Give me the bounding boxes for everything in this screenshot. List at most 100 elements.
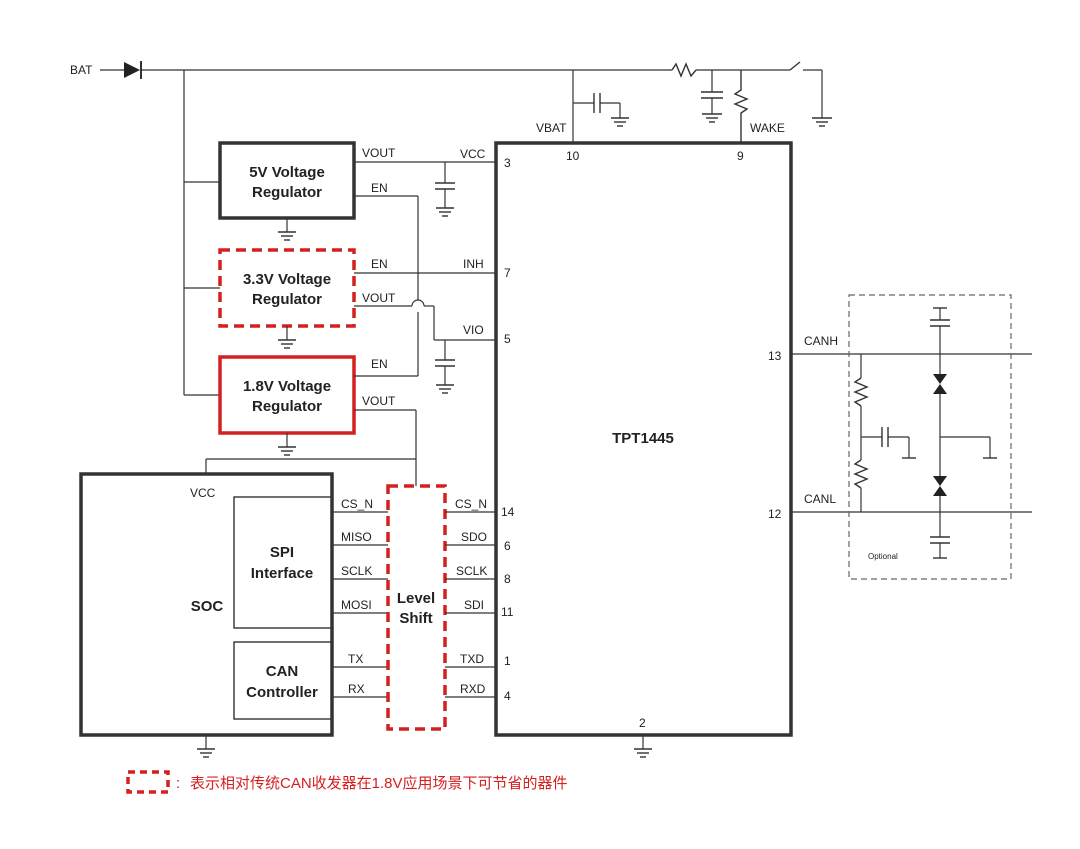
wake-label: WAKE	[750, 121, 785, 135]
soc-signal-mosi: MOSI	[341, 598, 372, 612]
soc-signal-tx: TX	[348, 652, 363, 666]
chip-signal-cs-n: CS_N	[455, 497, 487, 511]
spi-line2: Interface	[251, 565, 314, 582]
tvs-diode-icon	[933, 374, 947, 394]
capacitor-icon	[701, 91, 723, 99]
soc-signals: CS_N MISO SCLK MOSI TX RX	[332, 497, 388, 698]
optional-label: Optional	[868, 552, 898, 561]
ground-icon	[812, 117, 832, 127]
en-18-label: EN	[371, 357, 388, 371]
pin-num-vcc: 3	[504, 156, 511, 170]
can-ctrl-line1: CAN	[266, 663, 299, 680]
pin-num-inh: 7	[504, 266, 511, 280]
capacitor-icon	[881, 427, 889, 447]
pin-num-sclk: 8	[504, 572, 511, 586]
regulator-3v3: 3.3V Voltage Regulator	[218, 248, 356, 349]
soc-vcc-label: VCC	[190, 486, 216, 500]
chip-signal-sdo: SDO	[461, 530, 487, 544]
vout-5v-label: VOUT	[362, 146, 396, 160]
en-5v-label: EN	[371, 181, 388, 195]
pin-num-vbat: 10	[566, 149, 580, 163]
ground-icon	[278, 339, 296, 349]
soc-signal-sclk: SCLK	[341, 564, 372, 578]
pin-num-cs-n: 14	[501, 505, 515, 519]
pin-num-txd: 1	[504, 654, 511, 668]
soc-signal-miso: MISO	[341, 530, 372, 544]
wake-switch-icon	[789, 61, 801, 71]
capacitor-icon	[930, 319, 950, 327]
capacitor-icon	[930, 536, 950, 544]
pin-num-vio: 5	[504, 332, 511, 346]
ground-icon	[634, 748, 652, 758]
bat-rail	[183, 70, 220, 396]
reg-33-line1: 3.3V Voltage	[243, 271, 331, 288]
resistor-icon	[853, 377, 869, 407]
inh-label: INH	[463, 257, 484, 271]
pin-num-gnd: 2	[639, 716, 646, 730]
vbat-network: VBAT	[536, 70, 629, 143]
pin-num-wake: 9	[737, 149, 744, 163]
soc-signal-rx: RX	[348, 682, 365, 696]
canl-label: CANL	[804, 492, 836, 506]
regulator-5v: 5V Voltage Regulator	[218, 141, 356, 241]
chip-signal-sclk: SCLK	[456, 564, 487, 578]
ground-icon	[278, 231, 296, 241]
capacitor-icon	[593, 93, 601, 113]
pin-num-canh: 13	[768, 349, 782, 363]
reg-5v-line2: Regulator	[252, 184, 322, 201]
tvs-diode-icon	[933, 476, 947, 496]
optional-protection-block: Optional	[848, 294, 1012, 580]
bat-label: BAT	[70, 63, 93, 77]
level-shift-block: Level Shift	[386, 484, 447, 731]
canh-label: CANH	[804, 334, 838, 348]
soc-block: VCC SOC	[79, 472, 334, 758]
en-33-label: EN	[371, 257, 388, 271]
soc-signal-cs-n: CS_N	[341, 497, 373, 511]
pin-num-sdi: 11	[501, 605, 514, 619]
diode-icon	[124, 62, 140, 78]
resistor-icon	[671, 62, 697, 78]
vcc-decoupling	[435, 162, 455, 217]
chip-signal-txd: TXD	[460, 652, 484, 666]
reg-5v-line1: 5V Voltage	[249, 164, 325, 181]
legend: : 表示相对传统CAN收发器在1.8V应用场景下可节省的器件	[126, 770, 568, 794]
reg-18-line1: 1.8V Voltage	[243, 378, 331, 395]
vout-18-label: VOUT	[362, 394, 396, 408]
chip-signal-sdi: SDI	[464, 598, 484, 612]
regulator-1v8: 1.8V Voltage Regulator	[218, 355, 356, 456]
pin-num-rxd: 4	[504, 689, 511, 703]
chip-signal-rxd: RXD	[460, 682, 486, 696]
can-ctrl-line2: Controller	[246, 684, 318, 701]
level-shift-line1: Level	[397, 590, 435, 607]
chip-label: TPT1445	[612, 430, 674, 447]
vout-33-label: VOUT	[362, 291, 396, 305]
spi-line1: SPI	[270, 544, 294, 561]
legend-colon: :	[176, 775, 180, 792]
legend-text: 表示相对传统CAN收发器在1.8V应用场景下可节省的器件	[190, 774, 568, 792]
ground-icon	[702, 113, 722, 123]
reg-18-line2: Regulator	[252, 398, 322, 415]
chip-signal-wires: CS_N SDO SCLK SDI TXD RXD	[445, 497, 496, 698]
vio-label: VIO	[463, 323, 484, 337]
can-controller-block: CAN Controller	[233, 641, 333, 720]
can-bus: CANH CANL	[791, 334, 1032, 513]
reg-33-line2: Regulator	[252, 291, 322, 308]
level-shift-line2: Shift	[399, 610, 432, 627]
resistor-icon	[853, 459, 869, 489]
ground-icon	[611, 117, 629, 127]
vio-decoupling	[435, 340, 455, 394]
transceiver-chip: TPT1445 10 9 3 7 5 14 6 8 11 1 4 2 13 12	[494, 141, 793, 758]
wake-resistor-icon	[733, 70, 749, 143]
legend-dashed-box-icon	[126, 770, 170, 794]
vbat-label: VBAT	[536, 121, 567, 135]
ground-icon	[278, 446, 296, 456]
vcc-top-label: VCC	[460, 147, 486, 161]
spi-interface-block: SPI Interface	[233, 496, 333, 629]
pin-num-canl: 12	[768, 507, 782, 521]
battery-input: BAT	[70, 61, 672, 79]
soc-label: SOC	[191, 598, 224, 615]
pin-num-sdo: 6	[504, 539, 511, 553]
ground-icon	[197, 748, 215, 758]
top-right-network: WAKE	[671, 61, 832, 143]
